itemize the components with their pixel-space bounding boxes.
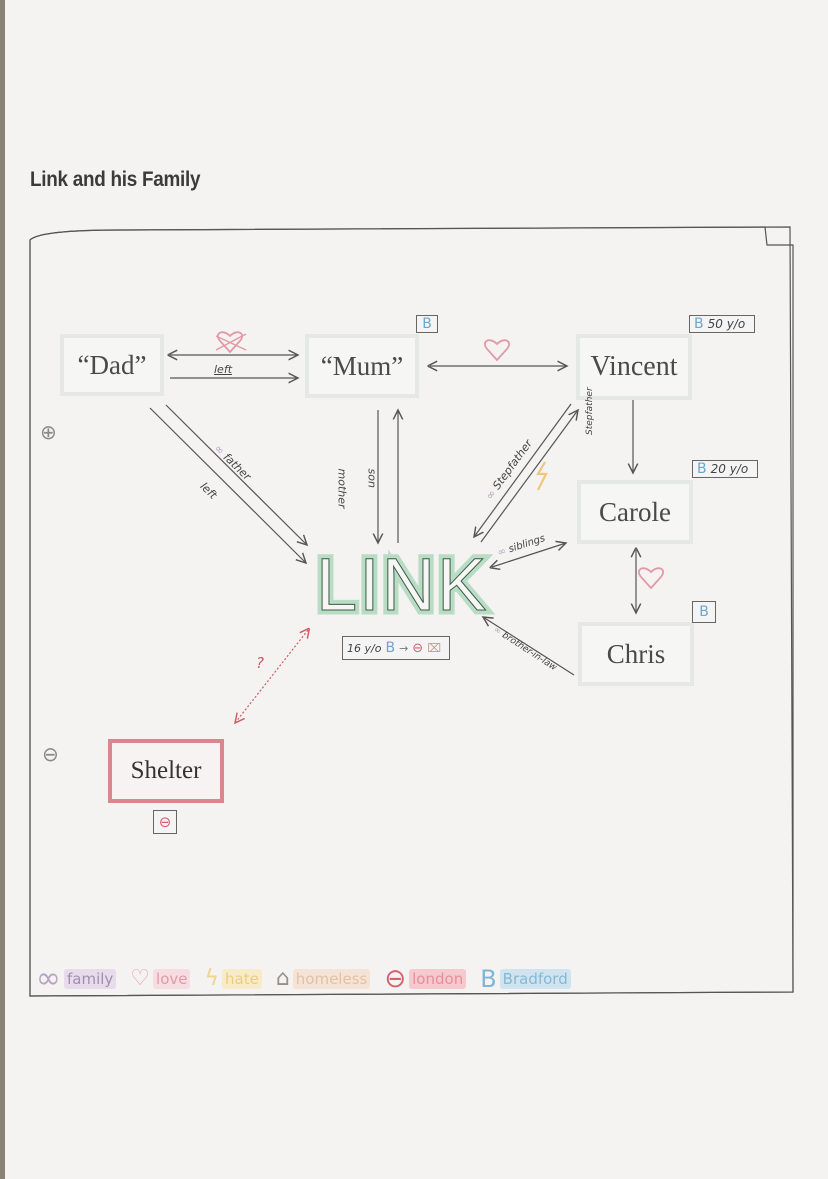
london-roundel-icon: ⊖ [412,640,424,656]
carole-age: 20 y/o [710,462,749,476]
bradford-b-icon: B [694,316,704,332]
legend-item-london: ⊖ london [384,964,467,994]
heart-icon: ♡ [130,966,151,991]
legend-item-bradford: B Bradford [480,967,571,991]
bradford-b-icon: B [385,640,396,656]
vincent-tag: B 50 y/o [689,315,755,333]
mum-bradford-tag: B [416,315,438,333]
edge-label-dad-mum-left: left [214,363,233,376]
legend-item-love: ♡ love [130,966,191,991]
shelter-london-tag: ⊖ [153,810,177,834]
node-link-outline: LINK [316,543,489,626]
legend: ∞ family ♡ love ϟ hate ⌂ homeless ⊖ lond… [36,964,571,994]
homeless-icon: ⌧ [427,641,442,655]
legend-item-family: ∞ family [36,961,117,996]
carole-tag: B 20 y/o [692,460,758,478]
link-info-tag: 16 y/o B → ⊖ ⌧ [342,636,450,660]
edge-label-shelter-question: ? [256,654,264,672]
page-binding-edge [0,0,5,1179]
bradford-b-icon: B [480,965,497,993]
lightning-bolt-icon: ϟ [204,966,219,991]
london-roundel-icon: ⊖ [158,813,172,831]
edge-label-carole-stepfather: Stepfather [585,387,595,435]
margin-mark-minus-icon: ⊖ [42,742,59,766]
infinity-icon: ∞ [36,961,61,996]
edge-label-son: son [365,468,379,488]
node-shelter: Shelter [108,739,224,803]
legend-item-homeless: ⌂ homeless [276,968,371,990]
edge-label-mother: mother [335,468,349,509]
node-dad: “Dad” [60,334,164,396]
link-age: 16 y/o [347,641,382,655]
legend-item-hate: ϟ hate [204,966,262,991]
margin-mark-plus-icon: ⊕ [40,420,57,444]
node-vincent: Vincent [576,334,692,400]
vincent-age: 50 y/o [707,317,746,331]
bradford-b-icon: B [699,604,709,620]
node-carole: Carole [577,480,693,544]
bradford-b-icon: B [697,461,707,477]
arrow-right-icon: → [399,641,409,655]
node-mum: “Mum” [305,334,419,398]
london-roundel-icon: ⊖ [384,964,407,994]
node-chris: Chris [578,622,694,686]
page-title: Link and his Family [30,168,201,191]
chris-bradford-tag: B [692,601,716,623]
node-link: LINK [312,543,491,626]
bradford-b-icon: B [422,316,432,332]
crossed-house-icon: ⌂ [275,966,290,991]
